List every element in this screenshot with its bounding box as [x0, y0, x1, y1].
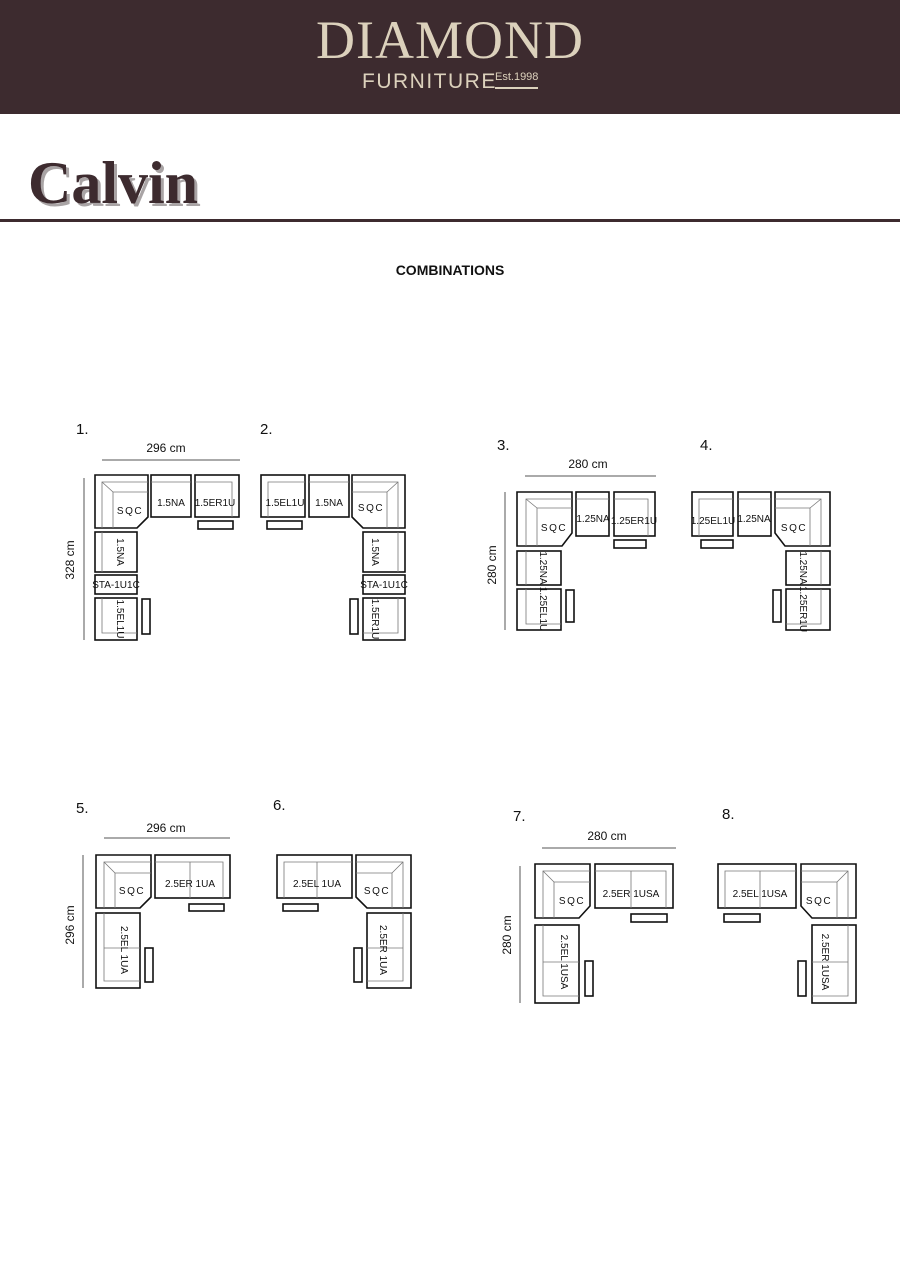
title-divider: [0, 219, 900, 222]
module-label: SQC: [781, 523, 807, 534]
module-label: 1.25ER1U: [611, 516, 657, 527]
brand-header: DIAMOND FURNITURE Est.1998: [0, 0, 900, 114]
module-label: STA-1U1C: [92, 580, 140, 591]
module-label: 2.5ER 1USA: [603, 889, 660, 900]
combination-number: 3.: [497, 437, 510, 454]
module-label: 2.5EL 1UA: [118, 926, 129, 974]
module-label: 1.5NA: [114, 538, 125, 566]
module-label: 2.5ER 1USA: [819, 934, 830, 991]
combination-5: 5. 296 cm 296 cm SQC 2.5ER 1UA 2.5EL 1UA: [63, 800, 231, 989]
module-label: 2.5EL 1USA: [733, 889, 788, 900]
combination-8: 8. 2.5EL 1USA SQC 2.5ER 1USA: [717, 806, 857, 1004]
combination-6: 6. 2.5EL 1UA SQC 2.5ER 1UA: [273, 797, 412, 989]
section-heading: COMBINATIONS: [395, 262, 505, 278]
sofa-modules: [717, 863, 857, 1004]
module-label: 2.5EL 1UA: [293, 879, 341, 890]
module-label: SQC: [117, 506, 143, 517]
sofa-modules: [276, 854, 412, 989]
module-label: SQC: [358, 503, 384, 514]
module-label: 1.25NA: [537, 551, 548, 585]
combination-4: 4. 1.25EL1U 1.25NA SQC 1.25NA 1.25ER1U: [691, 437, 831, 632]
depth-dimension: 328 cm: [63, 540, 77, 579]
module-label: SQC: [541, 523, 567, 534]
module-label: 1.5EL1U: [266, 498, 305, 509]
width-dimension: 296 cm: [146, 441, 185, 455]
module-label: SQC: [806, 896, 832, 907]
sofa-modules: [691, 491, 831, 631]
module-label: 2.5ER 1UA: [377, 925, 388, 975]
page-title: Calvin: [28, 150, 199, 216]
module-label: 1.25NA: [797, 551, 808, 585]
combination-3: 3. 280 cm 280 cm SQC 1.25NA 1.25ER1U 1.2…: [485, 437, 657, 631]
combination-number: 1.: [76, 421, 89, 438]
module-label: 2.5EL 1USA: [558, 935, 569, 990]
depth-dimension: 296 cm: [63, 905, 77, 944]
sofa-modules: [95, 854, 231, 989]
module-label: 1.5ER1U: [369, 599, 380, 640]
module-label: 1.25EL1U: [691, 516, 735, 527]
module-label: 1.25NA: [737, 514, 771, 525]
combination-number: 2.: [260, 421, 273, 438]
depth-dimension: 280 cm: [485, 545, 499, 584]
combination-7: 7. 280 cm 280 cm SQC 2.5ER 1USA 2.5EL 1U…: [500, 808, 676, 1004]
combination-number: 5.: [76, 800, 89, 817]
width-dimension: 280 cm: [568, 457, 607, 471]
width-dimension: 280 cm: [587, 829, 626, 843]
combination-2: 2. 1.5EL1U 1.5NA SQC 1.5NA STA-1U1C 1.5E…: [260, 421, 408, 641]
module-label: 1.25NA: [576, 514, 610, 525]
brand-logo-sub: FURNITURE: [362, 70, 497, 93]
module-label: 2.5ER 1UA: [165, 879, 215, 890]
module-label: 1.25ER1U: [797, 586, 808, 632]
module-label: 1.25EL1U: [537, 587, 548, 631]
module-label: 1.5NA: [157, 498, 185, 509]
module-label: 1.5EL1U: [114, 600, 125, 639]
module-label: STA-1U1C: [360, 580, 408, 591]
module-label: SQC: [119, 886, 145, 897]
module-label: 1.5NA: [369, 538, 380, 566]
depth-dimension: 280 cm: [500, 915, 514, 954]
combination-number: 4.: [700, 437, 713, 454]
module-label: SQC: [559, 896, 585, 907]
combination-number: 8.: [722, 806, 735, 823]
width-dimension: 296 cm: [146, 821, 185, 835]
combination-number: 7.: [513, 808, 526, 825]
brand-est: Est.1998: [495, 71, 539, 89]
brand-logo-name: DIAMOND: [316, 10, 584, 70]
module-label: 1.5NA: [315, 498, 343, 509]
module-label: 1.5ER1U: [195, 498, 236, 509]
module-label: SQC: [364, 886, 390, 897]
combination-number: 6.: [273, 797, 286, 814]
combination-1: 1. 296 cm 328 cm SQC 1.5NA 1.5ER1U 1.5NA…: [63, 421, 240, 641]
sofa-modules: [534, 863, 674, 1004]
